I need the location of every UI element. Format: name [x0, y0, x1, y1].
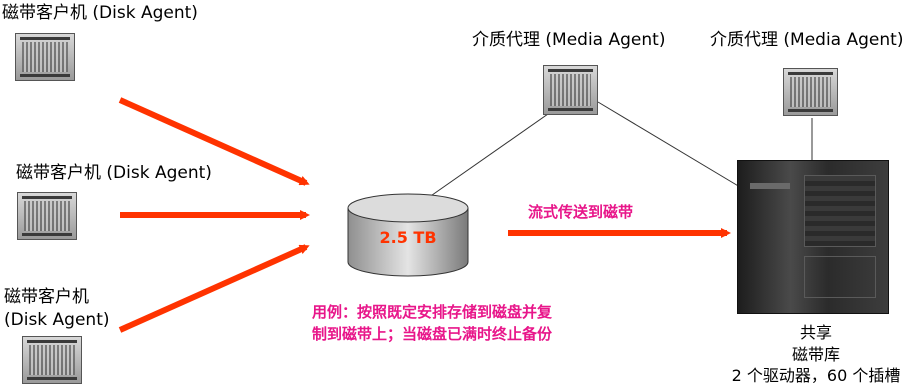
- client-server-icon-3: [22, 336, 82, 384]
- media-agent-label-2: 介质代理 (Media Agent): [710, 30, 904, 50]
- client-server-icon-1: [15, 33, 75, 81]
- tape-library-caption-line1: 共享: [799, 323, 832, 342]
- client-server-icon-2: [17, 192, 77, 240]
- use-case-line1: 用例：按照既定安排存储到磁盘并复: [312, 303, 553, 321]
- client-label-3-line2: (Disk Agent): [4, 310, 110, 330]
- disk-capacity-label: 2.5 TB: [379, 228, 437, 247]
- connector-line-1: [424, 99, 569, 201]
- client-label-2: 磁带客户机 (Disk Agent): [16, 163, 212, 183]
- arrow-client-3: [118, 244, 310, 333]
- media-agent-label-1: 介质代理 (Media Agent): [472, 30, 666, 50]
- use-case-line2: 制到磁带上；当磁盘已满时终止备份: [312, 325, 553, 343]
- stream-to-tape-label: 流式传送到磁带: [528, 203, 634, 221]
- tape-library-icon: [737, 160, 889, 314]
- connector-line-2: [597, 101, 746, 191]
- client-label-1: 磁带客户机 (Disk Agent): [2, 3, 198, 23]
- tape-library-caption-line2: 磁带库: [791, 345, 840, 364]
- media-agent-server-icon-2: [783, 68, 838, 116]
- media-agent-server-icon-1: [543, 65, 598, 115]
- arrow-client-1: [118, 97, 310, 186]
- tape-library-caption-line3: 2 个驱动器，60 个插槽: [731, 366, 901, 385]
- client-label-3-line1: 磁带客户机: [4, 287, 89, 307]
- disk-cylinder-icon: [347, 193, 469, 277]
